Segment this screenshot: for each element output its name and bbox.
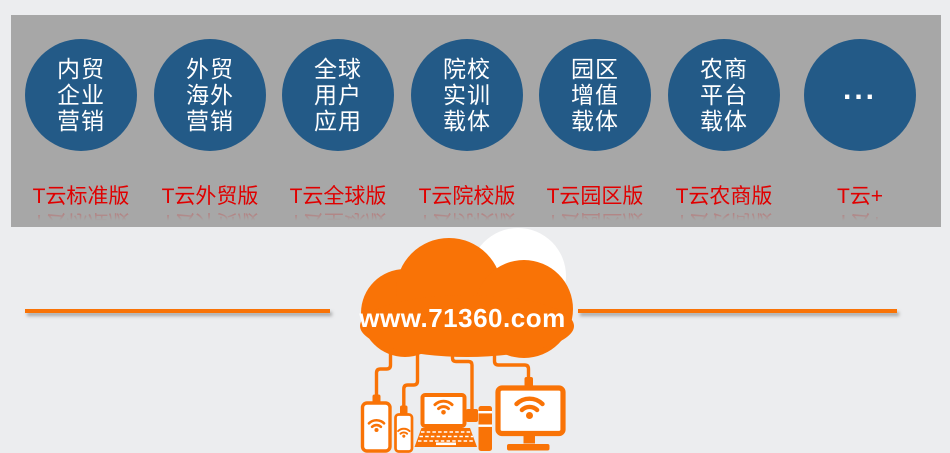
cable-plug: [524, 377, 533, 388]
monitor-base: [507, 444, 550, 451]
circle-line: 农商: [700, 56, 748, 82]
product-circle: 全球 用户 应用: [282, 39, 394, 151]
cable-smartphone: [402, 338, 420, 408]
circle-line: 海外: [186, 82, 234, 108]
monitor-icon: [495, 377, 566, 451]
smartphone-icon: [394, 405, 414, 453]
product-standard: 内贸 企业 营销 T云标准版: [21, 39, 141, 208]
product-more: ... T云+: [800, 39, 920, 208]
cable-usb-dongle: [450, 338, 474, 411]
divider-line-left: [25, 309, 330, 313]
circle-line: 园区: [571, 56, 619, 82]
cloud-cables: [374, 338, 531, 411]
cable-plug: [400, 405, 408, 416]
circle-line: 载体: [700, 108, 748, 134]
divider-line-right: [578, 309, 897, 313]
tablet-icon: [360, 394, 392, 453]
product-label: T云园区版: [546, 185, 644, 208]
cable-plug: [466, 409, 478, 422]
circle-line: 用户: [314, 82, 362, 108]
cloud-url: www.71360.com: [359, 303, 566, 333]
product-foreign-trade: 外贸 海外 营销 T云外贸版: [150, 39, 270, 208]
product-circle: 外贸 海外 营销: [154, 39, 266, 151]
product-label: T云标准版: [32, 185, 130, 208]
circle-line: 载体: [571, 108, 619, 134]
product-circle: 内贸 企业 营销: [25, 39, 137, 151]
circle-line: 营销: [57, 108, 105, 134]
product-circle: 院校 实训 载体: [411, 39, 523, 151]
product-label: T云农商版: [675, 185, 773, 208]
product-label: T云院校版: [418, 185, 516, 208]
circle-line: 外贸: [186, 56, 234, 82]
cloud-icon: [360, 228, 574, 358]
circle-line: 实训: [443, 82, 491, 108]
cable-tablet: [374, 338, 393, 397]
circle-line: 内贸: [57, 56, 105, 82]
circle-line: 应用: [314, 108, 362, 134]
product-college: 院校 实训 载体 T云院校版: [407, 39, 527, 208]
circle-line: 院校: [443, 56, 491, 82]
cable-monitor: [492, 338, 531, 380]
monitor-neck: [523, 433, 535, 444]
circle-line: 平台: [700, 82, 748, 108]
usb-dongle-icon: [466, 406, 492, 451]
products-banner: 内贸 企业 营销 T云标准版 外贸 海外 营销 T云外贸版 全球 用户 应用 T…: [11, 15, 941, 227]
product-label: T云+: [836, 185, 884, 208]
product-park: 园区 增值 载体 T云园区版: [535, 39, 655, 208]
product-agri-business: 农商 平台 载体 T云农商版: [664, 39, 784, 208]
laptop-spacebar: [436, 442, 456, 446]
product-label: T云全球版: [289, 185, 387, 208]
circle-line: 增值: [571, 82, 619, 108]
cloud-network-illustration: [360, 228, 574, 453]
laptop-icon: [414, 393, 477, 447]
product-circle: 农商 平台 载体: [668, 39, 780, 151]
product-circle: ...: [804, 39, 916, 151]
circle-line: 全球: [314, 56, 362, 82]
product-circle: 园区 增值 载体: [539, 39, 651, 151]
product-label: T云外贸版: [161, 185, 259, 208]
ellipsis-text: ...: [842, 73, 877, 106]
circle-line: 载体: [443, 108, 491, 134]
product-global: 全球 用户 应用 T云全球版: [278, 39, 398, 208]
circle-line: 企业: [57, 82, 105, 108]
circle-line: 营销: [186, 108, 234, 134]
